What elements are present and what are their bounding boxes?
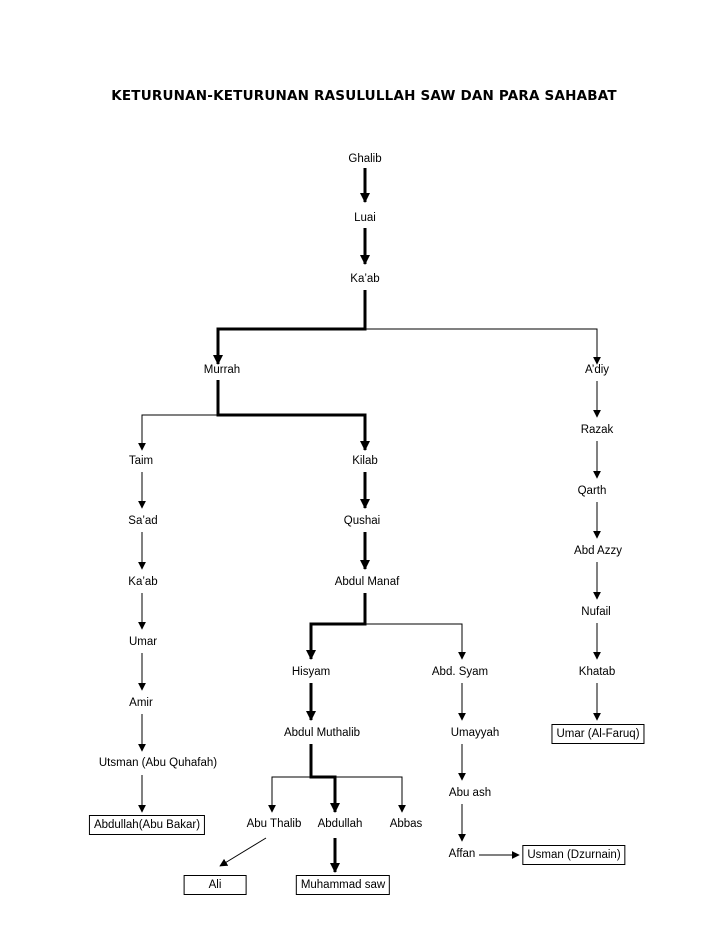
arrow-abdulmanaf-abdsyam: [365, 623, 466, 660]
node-hisyam: Hisyam: [291, 666, 331, 678]
arrow-abdulmuthalib-abdullah: [309, 744, 340, 813]
node-ghalib: Ghalib: [348, 153, 382, 165]
node-abdul-muthalib: Abdul Muthalib: [283, 727, 361, 739]
node-kaab-left: Ka’ab: [128, 576, 158, 588]
node-utsman-abu-quhafah: Utsman (Abu Quhafah): [98, 757, 218, 769]
arrow-abdulmanaf-hisyam: [306, 593, 367, 660]
node-kilab: Kilab: [352, 455, 378, 467]
node-adiy: A’diy: [584, 364, 610, 376]
node-muhammad-saw: Muhammad saw: [295, 875, 391, 895]
node-abdul-manaf: Abdul Manaf: [334, 576, 400, 588]
diagram-title: KETURUNAN-KETURUNAN RASULULLAH SAW DAN P…: [111, 88, 617, 104]
node-nufail: Nufail: [581, 606, 611, 618]
arrow-abuthalib-ali: [219, 837, 267, 867]
node-umar: Umar: [128, 636, 158, 648]
node-taim: Taim: [128, 455, 154, 467]
node-razak: Razak: [580, 424, 614, 436]
node-abd-syam: Abd. Syam: [431, 666, 489, 678]
node-abdullah-abu-bakar: Abdullah(Abu Bakar): [88, 815, 206, 835]
node-qushai: Qushai: [343, 515, 381, 527]
arrow-abdulmuthalib-abuthalib: [268, 776, 311, 813]
arrow-murrah-taim: [138, 414, 218, 451]
node-murrah: Murrah: [203, 364, 241, 376]
node-abdullah: Abdullah: [317, 818, 363, 830]
arrow-abdulmuthalib-abbas: [335, 776, 406, 813]
node-abd-azzy: Abd Azzy: [574, 545, 622, 557]
node-saad: Sa’ad: [128, 515, 158, 527]
node-qarth: Qarth: [577, 485, 607, 497]
node-usman-dzurnain: Usman (Dzurnain): [522, 845, 626, 865]
arrow-kaab-adiy: [365, 328, 601, 365]
node-abbas: Abbas: [389, 818, 423, 830]
node-khatab: Khatab: [578, 666, 616, 678]
node-ali: Ali: [183, 875, 247, 895]
node-amir: Amir: [129, 697, 153, 709]
node-affan: Affan: [448, 848, 476, 860]
node-kaab-top: Ka’ab: [350, 273, 380, 285]
arrow-kaab-murrah: [213, 290, 367, 365]
arrow-murrah-kilab: [216, 380, 370, 451]
node-luai: Luai: [354, 212, 376, 224]
node-umayyah: Umayyah: [450, 727, 500, 739]
node-abu-thalib: Abu Thalib: [246, 818, 302, 830]
node-abu-ash: Abu ash: [448, 787, 492, 799]
node-umar-alfaruq: Umar (Al-Faruq): [551, 724, 645, 744]
